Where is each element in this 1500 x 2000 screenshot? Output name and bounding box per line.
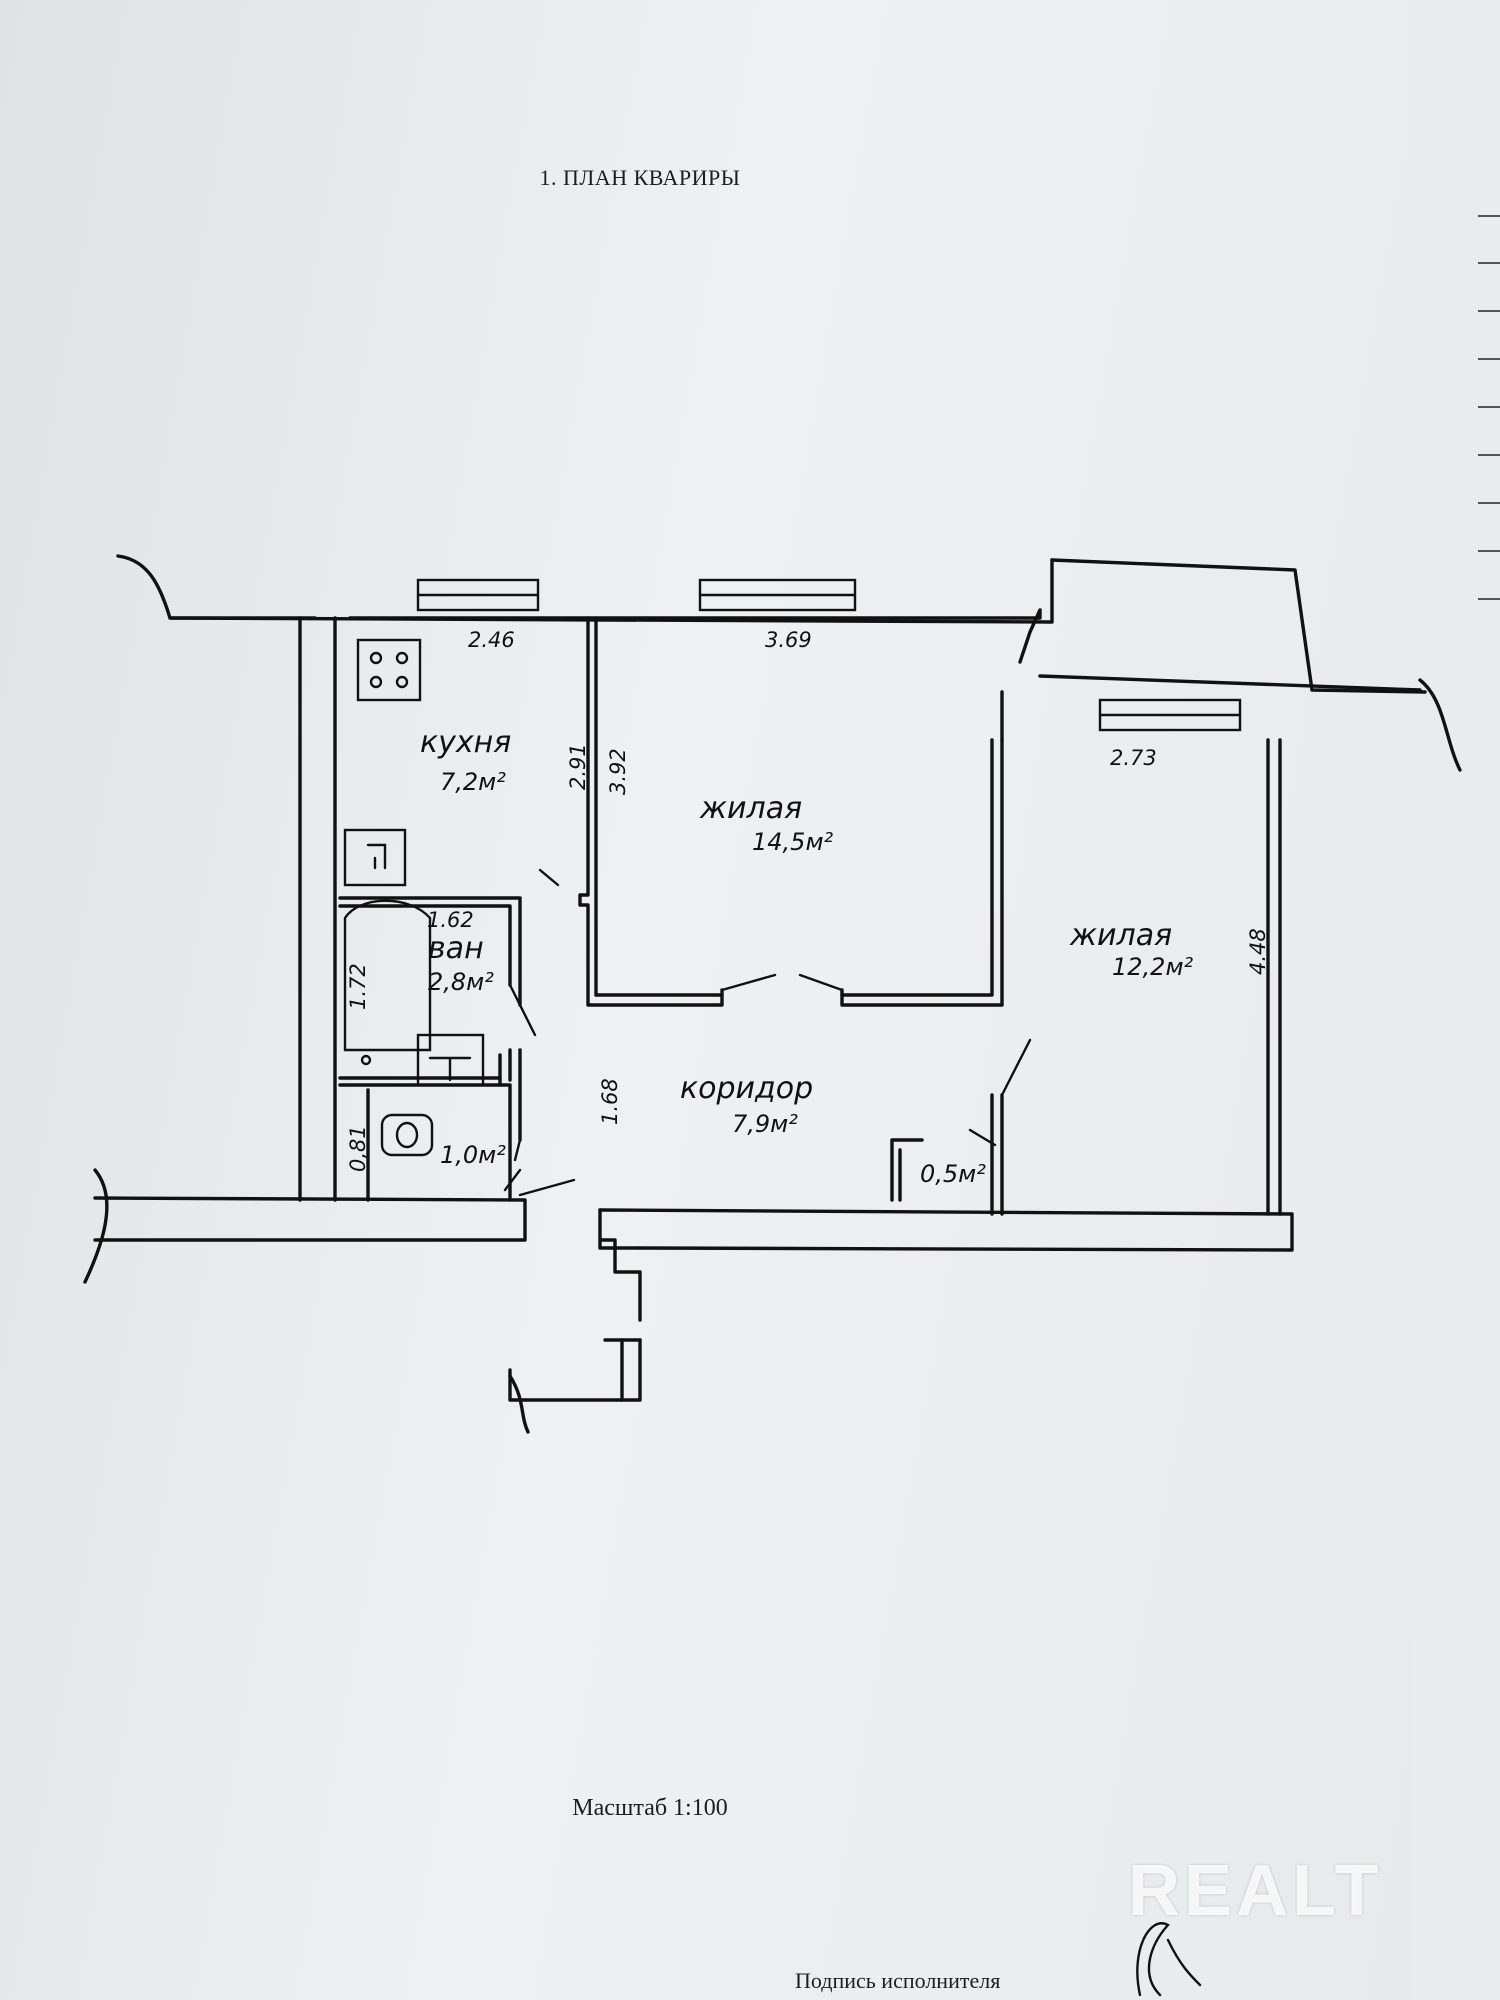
signature	[1136, 1922, 1202, 1997]
living1-area: 14,5м²	[752, 828, 834, 856]
dimension-labels: 2.46 3.69 2.73 1.62 2.91 3.92 4.48 1.72 …	[346, 628, 1270, 1172]
corridor-area: 7,9м²	[732, 1110, 798, 1138]
toilet-area: 1,0м²	[440, 1141, 506, 1169]
corridor-name: коридор	[680, 1071, 813, 1106]
interior-walls	[338, 616, 1282, 1216]
windows	[416, 578, 1242, 732]
edge-tick	[1478, 550, 1500, 552]
dim-bath-depth: 1.72	[346, 963, 370, 1010]
dim-living2-width: 2.73	[1110, 746, 1157, 770]
adjacent-sheet-edge	[1410, 0, 1500, 2000]
edge-tick	[1478, 454, 1500, 456]
bathtub	[343, 899, 485, 1087]
closet-area: 0,5м²	[920, 1160, 986, 1188]
kitchen-stove	[356, 638, 422, 702]
edge-tick	[1478, 262, 1500, 264]
exterior-walls	[83, 554, 1462, 1434]
living2-name: жилая	[1069, 918, 1172, 953]
dim-kitchen-depth: 2.91	[566, 743, 590, 790]
edge-tick	[1478, 215, 1500, 217]
dim-living2-depth: 4.48	[1246, 928, 1270, 975]
room-labels: кухня 7,2м² жилая 14,5м² жилая 12,2м² ва…	[420, 725, 1194, 1188]
dim-toilet-width: 0,81	[346, 1125, 370, 1172]
kitchen-name: кухня	[420, 725, 511, 760]
kitchen-sink	[343, 828, 407, 887]
kitchen-area: 7,2м²	[440, 768, 506, 796]
dim-kitchen-width: 2.46	[468, 628, 515, 652]
bath-name: ван	[428, 931, 484, 966]
edge-tick	[1478, 598, 1500, 600]
realt-watermark: REALT	[1128, 1851, 1383, 1931]
edge-tick	[1478, 502, 1500, 504]
edge-tick	[1478, 406, 1500, 408]
edge-tick	[1478, 358, 1500, 360]
paper-sheet	[0, 0, 1412, 2000]
dim-bath-width: 1.62	[427, 908, 474, 932]
signature-label: Подпись исполнителя	[795, 1968, 1001, 1993]
dim-corridor-width: 1.68	[598, 1078, 622, 1125]
bath-area: 2,8м²	[428, 968, 494, 996]
edge-tick	[1478, 310, 1500, 312]
plan-title: 1. ПЛАН КВАРИРЫ	[539, 165, 741, 190]
scale-label: Масштаб 1:100	[572, 1795, 728, 1821]
toilet-fixture	[380, 1113, 434, 1157]
living1-name: жилая	[699, 791, 802, 826]
living2-area: 12,2м²	[1112, 953, 1194, 981]
dim-living1-depth: 3.92	[606, 748, 630, 795]
dim-living1-width: 3.69	[765, 628, 812, 652]
